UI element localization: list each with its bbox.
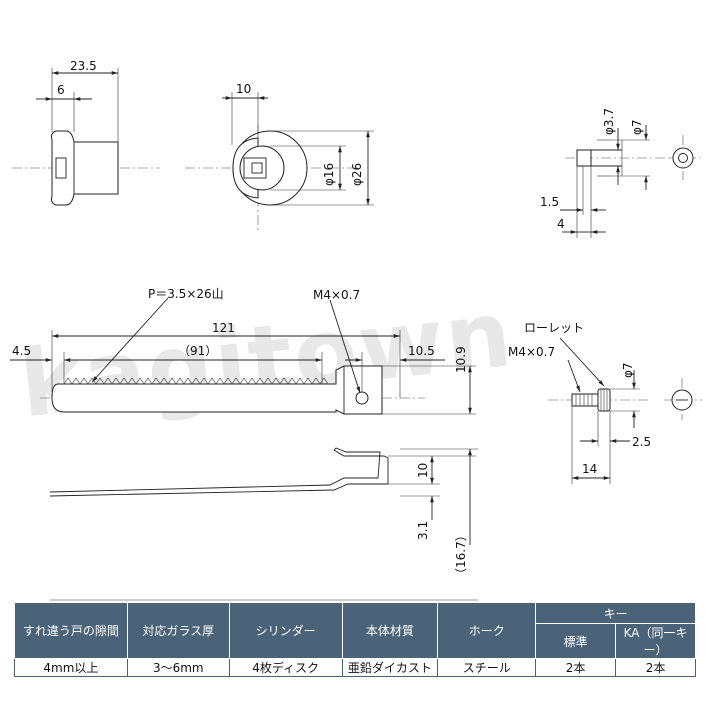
dim-14: 14 [582,462,597,476]
dim-dia-7-side: φ7 [621,362,635,378]
knurl-label: ローレット [524,321,584,335]
thread-label-top: M4×0.7 [313,288,360,302]
dim-10-side: 10 [416,463,430,478]
cylinder-side-view [12,68,160,206]
cell-key-ka: 2本 [615,658,696,677]
dim-121: 121 [212,321,235,335]
header-key: キー [535,602,696,624]
fork-side-view [49,447,478,601]
header-fork: ホーク [437,602,537,659]
thread-label-side: M4×0.7 [508,345,555,359]
cell-fork: スチール [437,658,537,677]
dim-dia-3-7: φ3.7 [602,108,616,135]
header-door-gap: すれ違う戸の隙間 [14,602,128,659]
spec-table: すれ違う戸の隙間 対応ガラス厚 シリンダー 本体材質 ホーク キー 標準 KA（… [14,602,696,677]
header-key-standard: 標準 [535,623,617,659]
table-row: 4mm以上 3～6mm 4枚ディスク 亜鉛ダイカスト スチール 2本 2本 [14,658,696,677]
watermark: kagitown [15,280,518,438]
dim-4: 4 [557,217,565,231]
header-body-material: 本体材質 [341,602,439,659]
header-key-ka: KA（同一キー） [615,623,696,659]
dim-6: 6 [57,83,65,97]
dim-91: （91） [178,344,217,358]
dim-10-9: 10.9 [454,346,468,373]
dim-16-7: （16.7） [454,529,468,580]
screw-view [560,125,700,238]
header-cylinder: シリンダー [228,602,343,659]
dim-10-5: 10.5 [408,344,435,358]
dim-2-5: 2.5 [632,435,651,449]
cell-body-material: 亜鉛ダイカスト [341,658,439,677]
cell-key-standard: 2本 [535,658,617,677]
dim-1-5: 1.5 [540,195,559,209]
dim-4-5: 4.5 [12,344,31,358]
dim-dia-26: φ26 [350,163,364,186]
dim-3-1: 3.1 [416,521,430,540]
dim-10-front: 10 [236,82,251,96]
dim-dia-7-top: φ7 [630,119,644,135]
cell-glass-thickness: 3～6mm [126,658,230,677]
pitch-label: P＝3.5×26山 [148,287,224,301]
dim-23-5: 23.5 [70,59,97,73]
cylinder-front-view [185,92,374,232]
cell-cylinder: 4枚ディスク [228,658,343,677]
header-glass-thickness: 対応ガラス厚 [126,602,230,659]
dim-dia-16: φ16 [322,163,336,186]
fork-top-view [10,297,476,415]
cell-door-gap: 4mm以上 [14,658,128,677]
thumb-screw-view [548,337,702,484]
